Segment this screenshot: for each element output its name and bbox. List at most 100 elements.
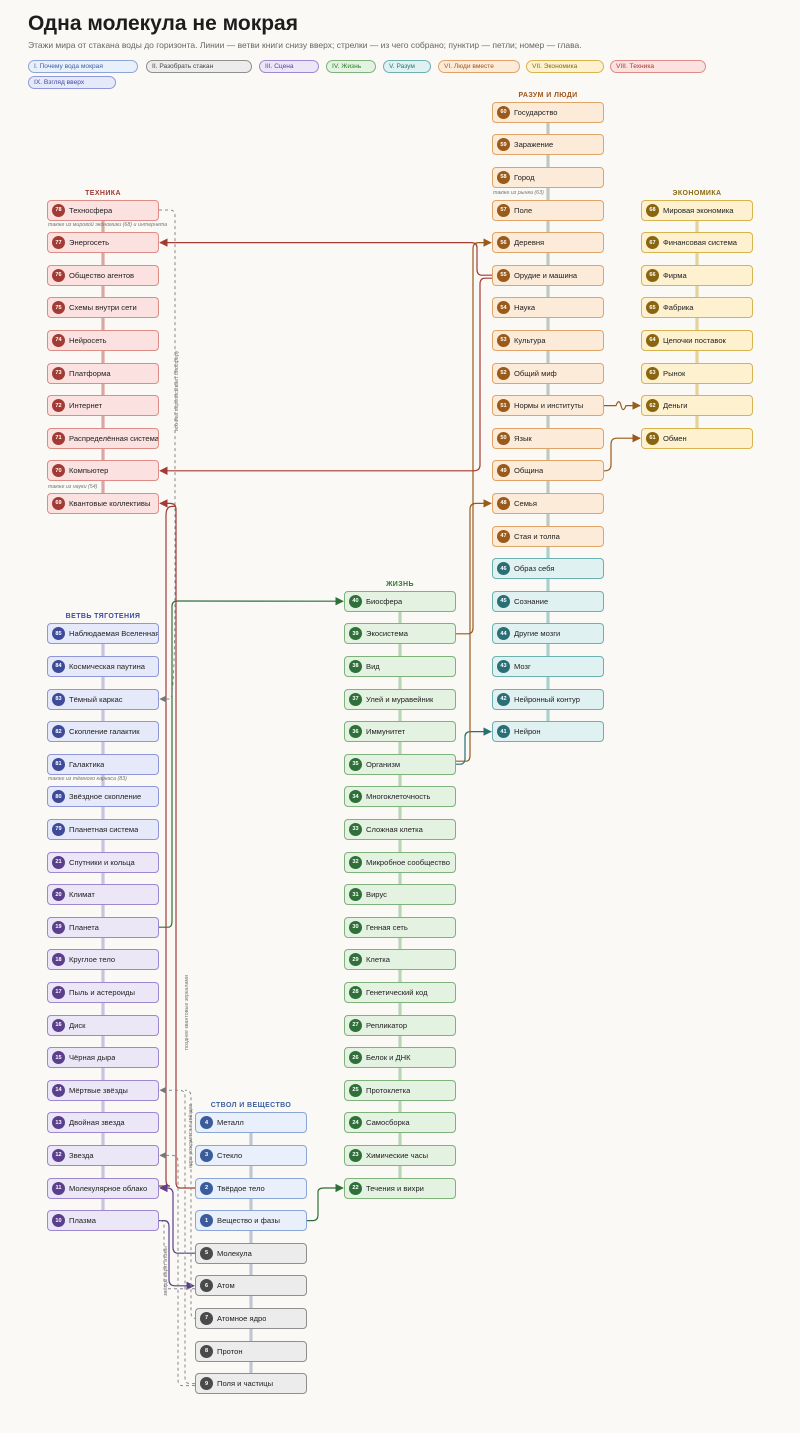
legend-chip-iii[interactable]: III. Сцена <box>259 60 319 73</box>
node-label: Цепочки поставок <box>663 335 726 345</box>
legend-chip-vii[interactable]: VII. Экономика <box>526 60 604 73</box>
chapter-badge: 35 <box>349 757 362 771</box>
node-label: Нейрон <box>514 727 541 737</box>
node-label: Протоклетка <box>366 1085 411 1095</box>
legend-chip-viii[interactable]: VIII. Техника <box>610 60 706 73</box>
legend-chip-ix[interactable]: IX. Взгляд вверх <box>28 76 116 89</box>
legend-chip-iv[interactable]: IV. Жизнь <box>326 60 376 73</box>
legend-chip-ii[interactable]: II. Разобрать стакан <box>146 60 252 73</box>
node-label: Квантовые коллективы <box>69 498 151 508</box>
node-label: Протон <box>217 1346 243 1356</box>
legend-chip-v[interactable]: V. Разум <box>383 60 431 73</box>
legend-chip-vi[interactable]: VI. Люди вместе <box>438 60 520 73</box>
legend-chip-i[interactable]: I. Почему вода мокрая <box>28 60 138 73</box>
